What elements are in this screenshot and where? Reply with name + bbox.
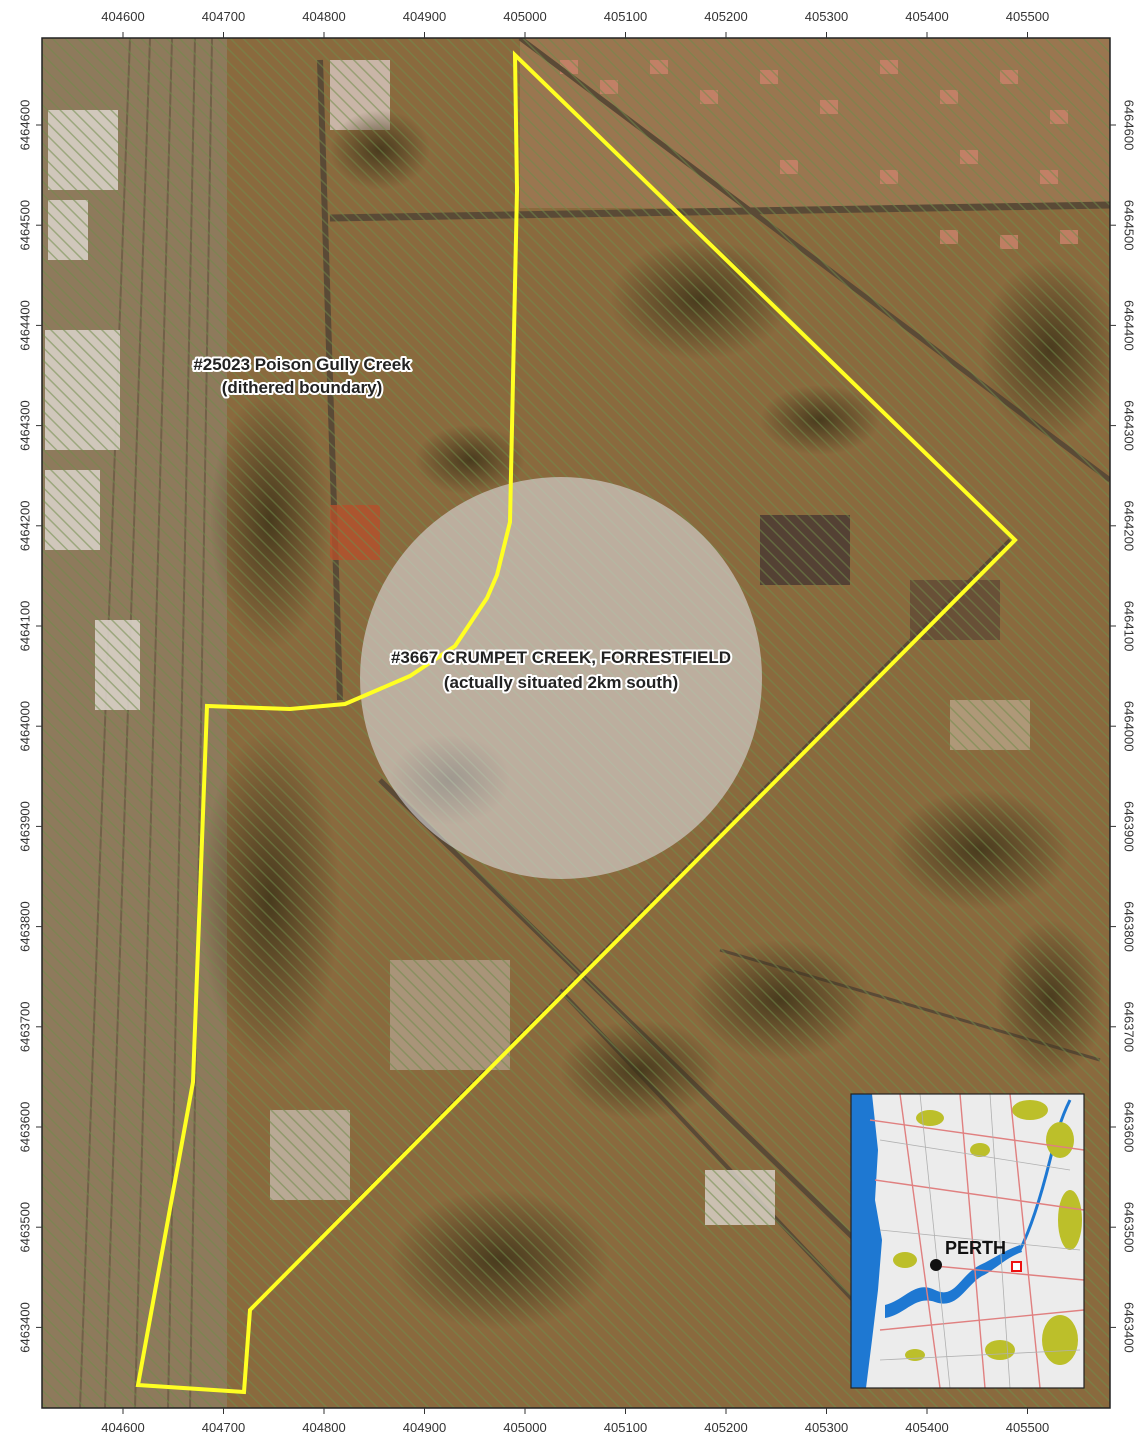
inset-vegetation (893, 1100, 1082, 1365)
perth-city-marker (930, 1259, 942, 1271)
y-tick-label-left: 6464600 (17, 100, 32, 151)
y-tick-label-right: 6464400 (1122, 300, 1137, 351)
y-tick-label-right: 6463900 (1122, 801, 1137, 852)
y-tick-label-left: 6464000 (17, 701, 32, 752)
x-tick-label-bottom: 405200 (704, 1420, 747, 1435)
x-tick-label-bottom: 404800 (302, 1420, 345, 1435)
y-tick-label-left: 6464500 (17, 200, 32, 251)
label-crumpet-creek-sub: (actually situated 2km south) (444, 673, 678, 692)
inset-map: PERTH (850, 1093, 1085, 1389)
y-tick-label-left: 6463800 (17, 901, 32, 952)
map-frame (41, 37, 1111, 1409)
y-tick-label-right: 6464300 (1122, 400, 1137, 451)
site-boundary (135, 50, 1018, 1395)
x-tick-label-top: 404700 (202, 9, 245, 24)
inset-city-label: PERTH (945, 1238, 1006, 1258)
x-tick-label-bottom: 405400 (905, 1420, 948, 1435)
x-tick-label-top: 404600 (101, 9, 144, 24)
dithered-boundary-circle (360, 477, 762, 879)
y-tick-label-left: 6463400 (17, 1302, 32, 1353)
x-tick-label-top: 405500 (1006, 9, 1049, 24)
axis-ticks: 404600 404600 404700 404700 404800 404800 4049… (17, 9, 1136, 1435)
y-tick-label-left: 6463700 (17, 1001, 32, 1052)
inset-river (885, 1245, 1022, 1318)
y-tick-label-right: 6464200 (1122, 500, 1137, 551)
label-poison-gully-sub: (dithered boundary) (222, 378, 383, 397)
y-tick-label-right: 6464100 (1122, 601, 1137, 652)
y-tick-label-right: 6463400 (1122, 1302, 1137, 1353)
x-tick-label-top: 405300 (805, 9, 848, 24)
label-crumpet-creek: #3667 CRUMPET CREEK, FORRESTFIELD (391, 648, 731, 667)
y-tick-label-left: 6464300 (17, 400, 32, 451)
x-tick-label-bottom: 405100 (604, 1420, 647, 1435)
x-tick-label-bottom: 404600 (101, 1420, 144, 1435)
y-tick-label-right: 6463700 (1122, 1001, 1137, 1052)
x-tick-label-top: 405200 (704, 9, 747, 24)
y-tick-label-left: 6463600 (17, 1102, 32, 1153)
y-tick-label-right: 6463500 (1122, 1202, 1137, 1253)
x-tick-label-bottom: 405300 (805, 1420, 848, 1435)
x-tick-label-bottom: 405000 (503, 1420, 546, 1435)
x-tick-label-top: 405100 (604, 9, 647, 24)
y-tick-label-left: 6464200 (17, 500, 32, 551)
y-tick-label-left: 6464400 (17, 300, 32, 351)
y-tick-label-right: 6464000 (1122, 701, 1137, 752)
x-tick-label-bottom: 404700 (202, 1420, 245, 1435)
y-tick-label-right: 6463600 (1122, 1102, 1137, 1153)
x-tick-label-top: 404800 (302, 9, 345, 24)
label-poison-gully: #25023 Poison Gully Creek (193, 355, 411, 374)
site-location-marker (1011, 1261, 1022, 1272)
y-tick-label-left: 6464100 (17, 601, 32, 652)
y-tick-label-left: 6463900 (17, 801, 32, 852)
y-tick-label-right: 6463800 (1122, 901, 1137, 952)
inset-ocean (851, 1094, 882, 1388)
x-tick-label-bottom: 404900 (403, 1420, 446, 1435)
x-tick-label-bottom: 405500 (1006, 1420, 1049, 1435)
y-tick-label-right: 6464500 (1122, 200, 1137, 251)
x-tick-label-top: 405000 (503, 9, 546, 24)
y-tick-label-right: 6464600 (1122, 100, 1137, 151)
x-tick-label-top: 405400 (905, 9, 948, 24)
y-tick-label-left: 6463500 (17, 1202, 32, 1253)
x-tick-label-top: 404900 (403, 9, 446, 24)
inset-roads (869, 1094, 1084, 1388)
